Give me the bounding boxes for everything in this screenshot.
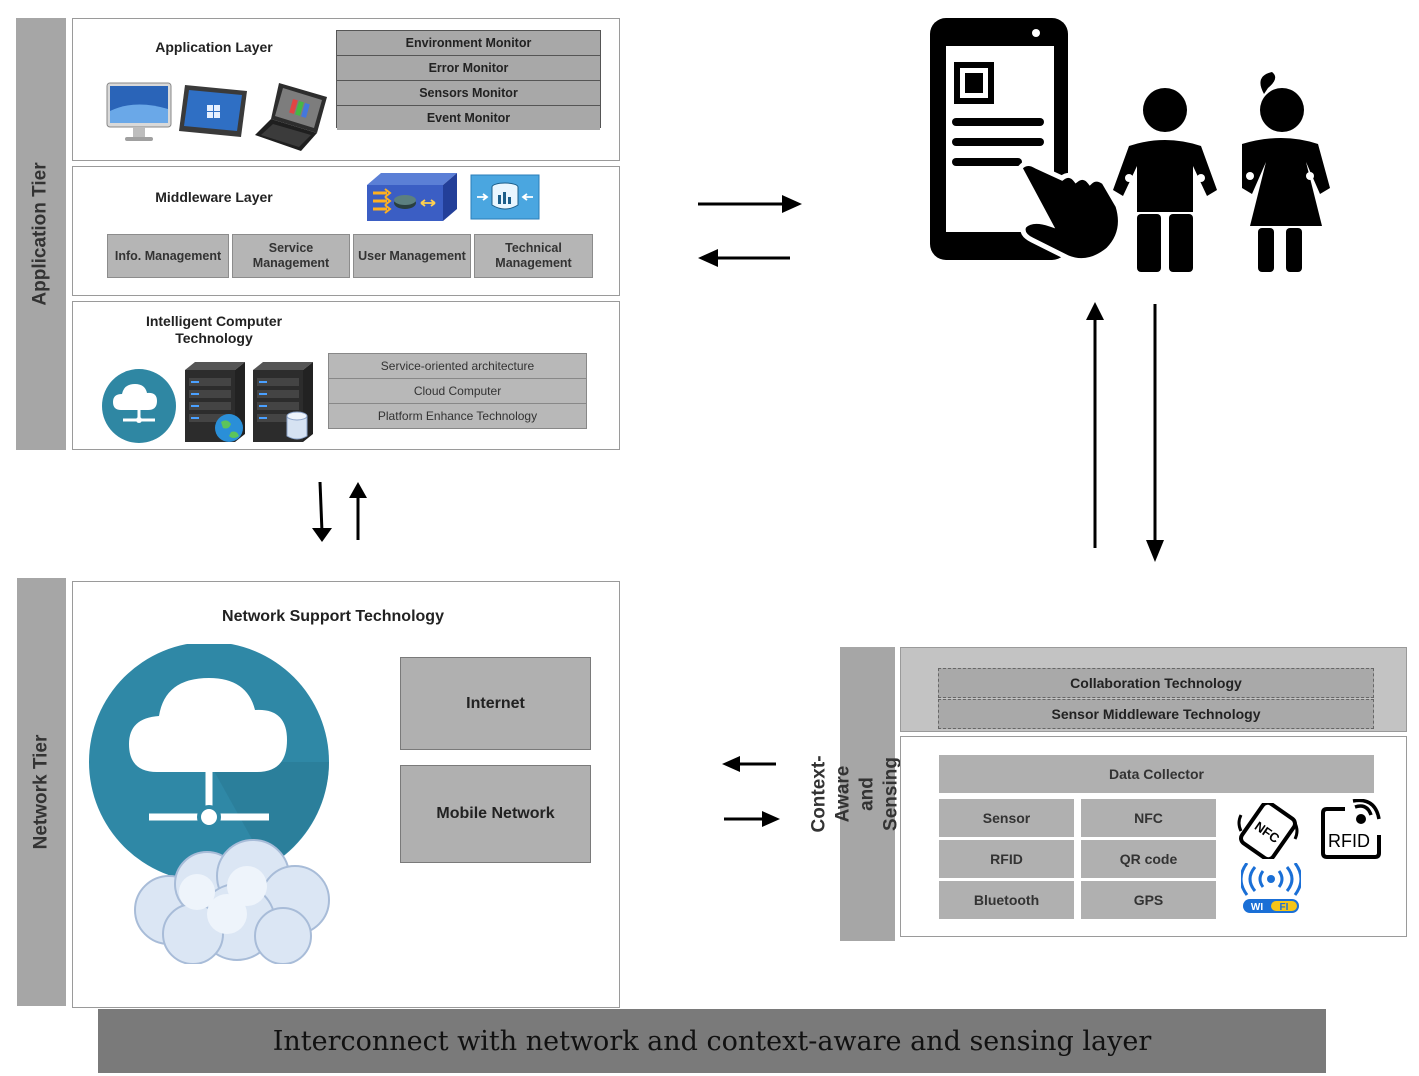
footer-banner: Interconnect with network and context-aw… <box>98 1009 1326 1073</box>
wifi-icon-text-right: FI <box>1280 902 1289 913</box>
right-arrow-head <box>782 195 802 213</box>
network-box-internet: Internet <box>400 657 591 750</box>
girl-icon <box>1242 72 1330 272</box>
network-tier-panel: Network Support Technology Internet Mobi… <box>72 581 620 1008</box>
rfid-icon: RFID <box>1321 799 1381 859</box>
network-tier-label: Network Tier <box>30 734 52 850</box>
context-bottom-panel: Data Collector Sensor NFC RFID QR code B… <box>900 736 1407 937</box>
sensing-cell: Bluetooth <box>939 881 1074 919</box>
app-user-arrows <box>698 195 802 267</box>
sensing-cell: Sensor <box>939 799 1074 837</box>
laptop-icon <box>255 83 327 151</box>
server-database-icon <box>253 362 313 442</box>
network-context-arrows <box>722 756 780 827</box>
rfid-icon-text: RFID <box>1328 831 1370 851</box>
cloud-network-icon <box>102 369 176 443</box>
context-top-panel: Collaboration Technology Sensor Middlewa… <box>900 647 1407 732</box>
context-top-row: Collaboration Technology <box>938 668 1374 698</box>
wifi-icon-text-left: WI <box>1251 902 1263 913</box>
right-arrow-head <box>762 811 780 827</box>
sensing-cell: GPS <box>1081 881 1216 919</box>
context-top-row: Sensor Middleware Technology <box>938 699 1374 729</box>
network-tier-label-bar: Network Tier <box>17 578 66 1006</box>
left-arrow-head <box>698 249 718 267</box>
switch-icon <box>367 173 457 221</box>
storage-icon <box>470 174 540 220</box>
up-arrow-head <box>349 482 367 498</box>
sensing-cell: NFC <box>1081 799 1216 837</box>
application-tier-label: Application Tier <box>30 162 52 306</box>
down-arrow <box>318 481 324 533</box>
network-box-mobile-network: Mobile Network <box>400 765 591 863</box>
monitor-item: Error Monitor <box>337 56 600 81</box>
data-collector: Data Collector <box>939 755 1374 793</box>
application-layer-title: Application Layer <box>155 39 273 55</box>
down-arrow-head <box>1146 540 1164 562</box>
monitor-list: Environment Monitor Error Monitor Sensor… <box>336 30 601 130</box>
monitor-item: Event Monitor <box>337 106 600 130</box>
application-tier-label-bar: Application Tier <box>16 18 66 450</box>
nfc-icon: NFC <box>1237 803 1299 859</box>
application-layer-panel: Application Layer Environment Monitor Er… <box>72 18 620 161</box>
monitor-item: Environment Monitor <box>337 31 600 56</box>
intelligent-tech-list: Service-oriented architecture Cloud Comp… <box>328 353 587 429</box>
middleware-box: Info. Management <box>107 234 229 278</box>
sensing-cell: QR code <box>1081 840 1216 878</box>
cloud-network-icon <box>89 644 330 964</box>
intelligent-tech-item: Platform Enhance Technology <box>329 404 586 428</box>
middleware-layer-title: Middleware Layer <box>155 189 273 205</box>
footer-text: Interconnect with network and context-aw… <box>272 1025 1152 1057</box>
middleware-box: Service Management <box>232 234 350 278</box>
boy-icon <box>1113 88 1217 272</box>
middleware-box: Technical Management <box>474 234 593 278</box>
sensing-cell: RFID <box>939 840 1074 878</box>
middleware-box: User Management <box>353 234 471 278</box>
intelligent-layer-panel: Intelligent Computer Technology Service-… <box>72 301 620 450</box>
down-arrow-head <box>312 528 332 542</box>
intelligent-tech-item: Cloud Computer <box>329 379 586 404</box>
tablet-icon <box>179 85 247 137</box>
server-globe-icon <box>185 362 245 442</box>
intelligent-layer-title: Intelligent Computer Technology <box>145 313 283 346</box>
up-arrow-head <box>1086 302 1104 320</box>
imac-icon <box>106 82 172 141</box>
smartphone-touch-icon <box>930 18 1123 264</box>
app-network-arrows <box>312 481 367 542</box>
left-arrow-head <box>722 756 740 772</box>
intelligent-tech-item: Service-oriented architecture <box>329 354 586 379</box>
monitor-item: Sensors Monitor <box>337 81 600 106</box>
context-tier-label-bar: Context-Aware and Sensing Tier <box>809 647 926 941</box>
middleware-layer-panel: Middleware Layer Info. Management Servic… <box>72 166 620 296</box>
network-tier-title: Network Support Technology <box>222 608 444 625</box>
user-context-arrows <box>1086 302 1164 562</box>
wifi-icon: WI FI <box>1241 863 1301 913</box>
